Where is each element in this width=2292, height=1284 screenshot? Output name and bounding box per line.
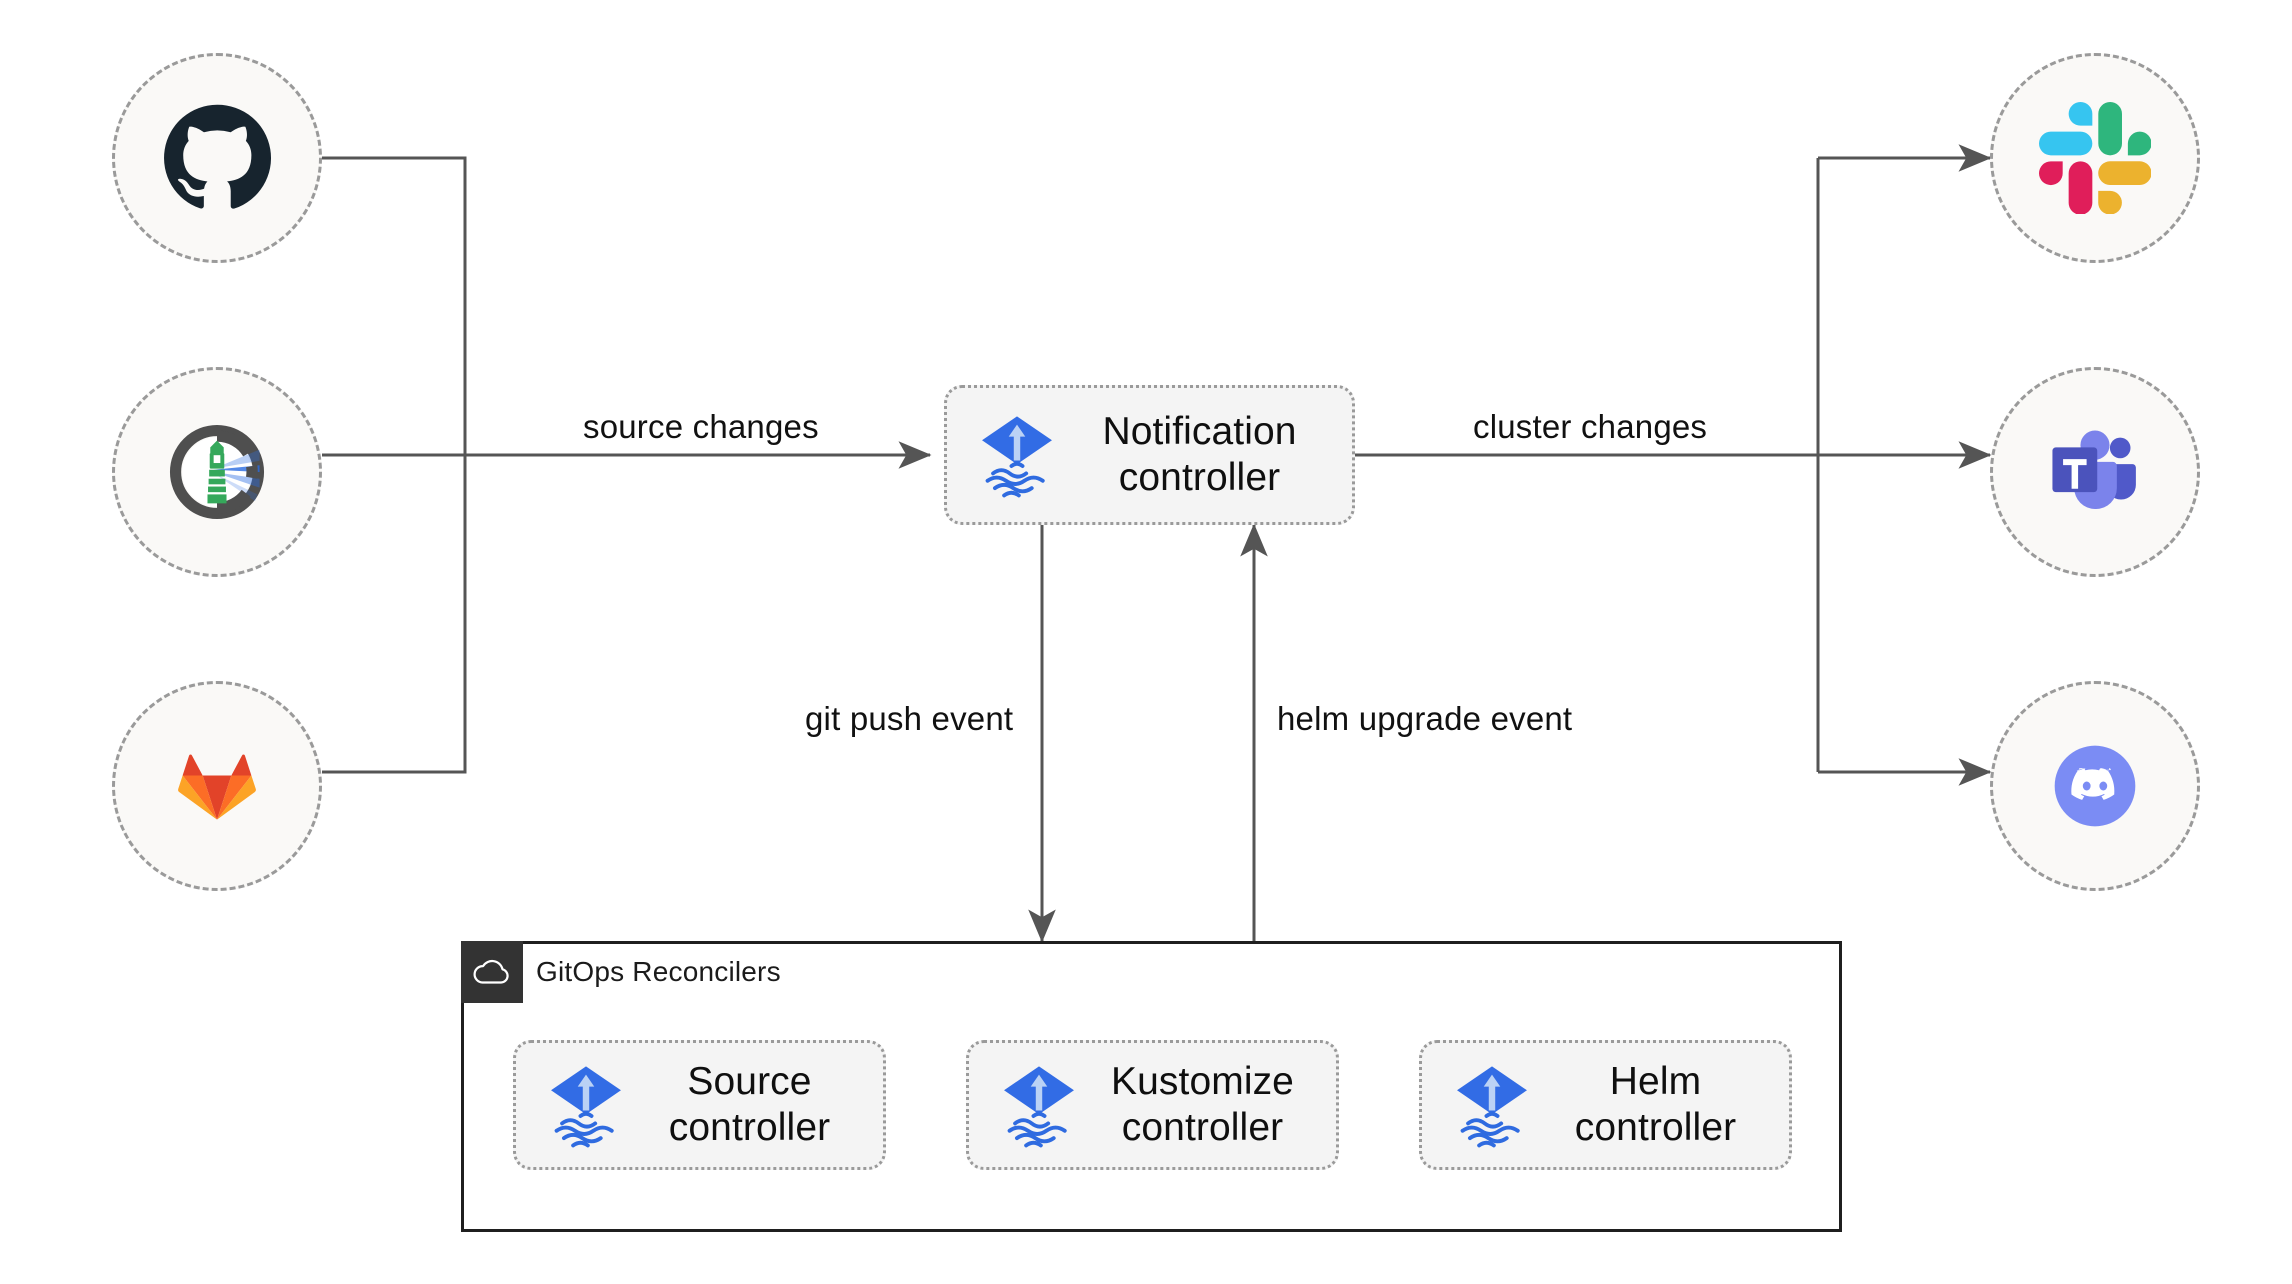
edge-label-helm-upgrade-event: helm upgrade event [1277, 700, 1573, 737]
flux-lighthouse-icon [169, 424, 265, 520]
source-controller-label: Source controller [668, 1060, 831, 1149]
helm-controller-node[interactable]: Helm controller [1419, 1040, 1792, 1170]
helm-controller-label: Helm controller [1574, 1060, 1737, 1149]
gitlab-icon [178, 754, 256, 820]
kustomize-controller-node[interactable]: Kustomize controller [966, 1040, 1339, 1170]
notification-controller-label: Notification controller [1102, 410, 1297, 499]
gitops-reconcilers-title: GitOps Reconcilers [536, 956, 781, 987]
edge-label-cluster-changes: cluster changes [1473, 408, 1708, 445]
cloud-icon [473, 959, 509, 984]
discord-icon [2054, 745, 2136, 827]
notification-controller-node[interactable]: Notification controller [944, 385, 1355, 525]
cloud-icon-tab [461, 941, 523, 1003]
source-node-gitlab[interactable] [112, 681, 322, 891]
source-controller-node[interactable]: Source controller [513, 1040, 886, 1170]
target-node-teams[interactable] [1990, 367, 2200, 577]
kustomize-controller-label: Kustomize controller [1111, 1060, 1294, 1149]
flux-icon [1004, 1066, 1074, 1148]
edge-label-git-push-event: git push event [805, 700, 1014, 737]
flux-icon [551, 1066, 621, 1148]
target-node-slack[interactable] [1990, 53, 2200, 263]
slack-icon [2039, 102, 2151, 214]
github-icon [164, 104, 272, 209]
edge-label-source-changes: source changes [583, 408, 819, 445]
flux-icon [1457, 1066, 1527, 1148]
source-node-github[interactable] [112, 53, 322, 263]
flux-icon [982, 416, 1052, 498]
target-node-discord[interactable] [1990, 681, 2200, 891]
teams-icon [2052, 430, 2136, 509]
source-node-flux[interactable] [112, 367, 322, 577]
